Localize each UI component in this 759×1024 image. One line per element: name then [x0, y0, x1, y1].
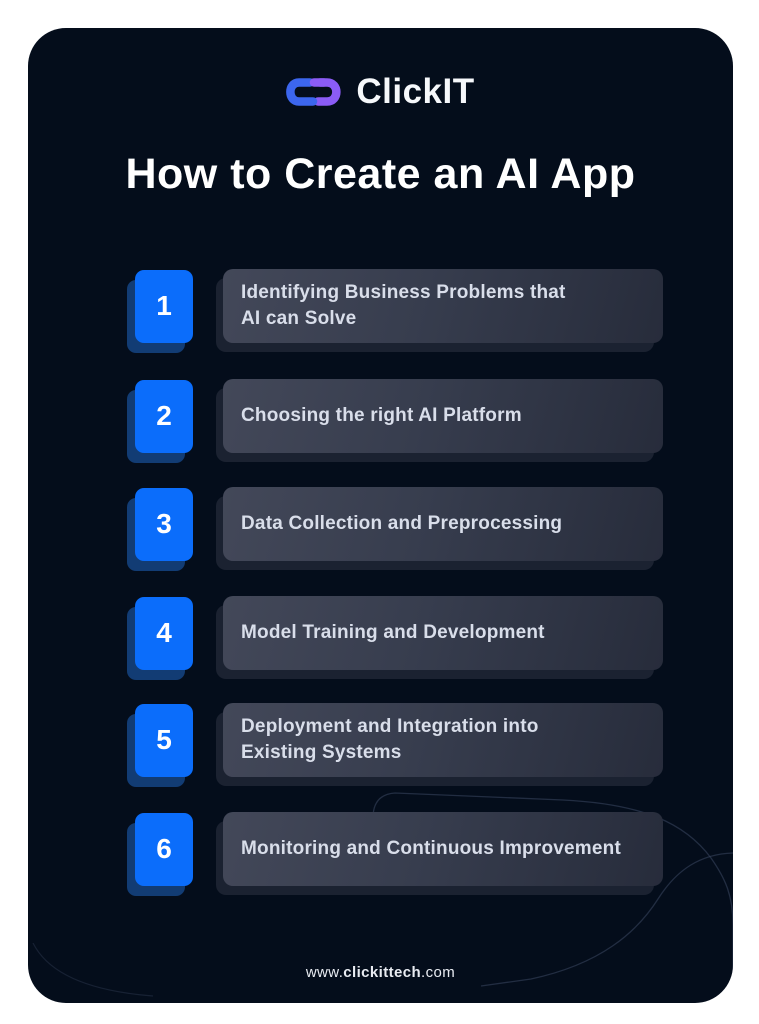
- step-row-6: 6 Monitoring and Continuous Improvement: [127, 812, 663, 896]
- logo: ClickIT: [28, 72, 733, 112]
- step-number: 4: [156, 617, 172, 648]
- step-row-2: 2 Choosing the right AI Platform: [127, 379, 663, 463]
- logo-text: ClickIT: [356, 72, 475, 111]
- step-number: 2: [156, 400, 172, 431]
- step-panel-wrap: Choosing the right AI Platform: [216, 379, 663, 462]
- step-row-3: 3 Data Collection and Preprocessing: [127, 487, 663, 571]
- page-title: How to Create an AI App: [125, 150, 636, 198]
- step-number-badge: 6: [135, 812, 193, 886]
- step-label: Model Training and Development: [241, 622, 545, 644]
- step-panel: Identifying Business Problems that AI ca…: [223, 269, 663, 343]
- step-row-5: 5 Deployment and Integration into Existi…: [127, 703, 663, 787]
- step-number-wrap: 3: [127, 487, 193, 571]
- footer-url-domain: clickittech: [343, 964, 422, 981]
- step-number: 5: [156, 724, 172, 755]
- step-row-1: 1 Identifying Business Problems that AI …: [127, 269, 663, 353]
- step-panel: Choosing the right AI Platform: [223, 379, 663, 453]
- clickit-link-icon: [286, 78, 341, 106]
- step-panel-wrap: Monitoring and Continuous Improvement: [216, 812, 663, 895]
- step-number-wrap: 5: [127, 703, 193, 787]
- step-panel: Model Training and Development: [223, 596, 663, 670]
- step-number-badge: 1: [135, 269, 193, 343]
- step-number: 3: [156, 508, 172, 539]
- step-panel-wrap: Model Training and Development: [216, 596, 663, 679]
- footer-url-suffix: .com: [421, 964, 456, 981]
- step-panel-wrap: Identifying Business Problems that AI ca…: [216, 269, 663, 352]
- step-label: Identifying Business Problems that AI ca…: [241, 282, 566, 329]
- step-label: Deployment and Integration into Existing…: [241, 716, 539, 763]
- infographic-card: ClickIT How to Create an AI App 1 Identi…: [28, 28, 733, 1003]
- step-panel: Monitoring and Continuous Improvement: [223, 812, 663, 886]
- step-label: Data Collection and Preprocessing: [241, 513, 563, 535]
- step-panel-wrap: Data Collection and Preprocessing: [216, 487, 663, 570]
- step-number-badge: 2: [135, 379, 193, 453]
- step-label: Monitoring and Continuous Improvement: [241, 838, 621, 860]
- step-row-4: 4 Model Training and Development: [127, 596, 663, 680]
- step-number: 6: [156, 833, 172, 864]
- footer-url-prefix: www.: [305, 964, 344, 981]
- step-number-badge: 3: [135, 487, 193, 561]
- step-number: 1: [156, 290, 172, 321]
- step-panel: Data Collection and Preprocessing: [223, 487, 663, 561]
- step-panel: Deployment and Integration into Existing…: [223, 703, 663, 777]
- step-number-wrap: 6: [127, 812, 193, 896]
- step-number-badge: 5: [135, 703, 193, 777]
- step-number-badge: 4: [135, 596, 193, 670]
- step-number-wrap: 1: [127, 269, 193, 353]
- step-number-wrap: 2: [127, 379, 193, 463]
- step-number-wrap: 4: [127, 596, 193, 680]
- footer-url: www.clickittech.com: [28, 964, 733, 981]
- step-panel-wrap: Deployment and Integration into Existing…: [216, 703, 663, 786]
- step-label: Choosing the right AI Platform: [241, 405, 522, 427]
